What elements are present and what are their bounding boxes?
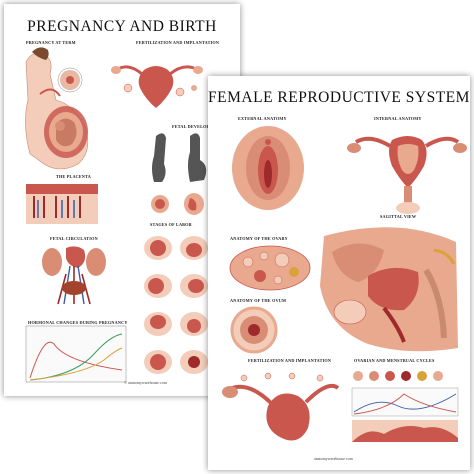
- section-label-pregnancy-at-term: PREGNANCY AT TERM: [26, 40, 76, 45]
- placenta-diagram: [26, 184, 98, 224]
- hormonal-changes-chart: [25, 325, 127, 383]
- poster-title: PREGNANCY AND BIRTH: [27, 18, 217, 35]
- section-label-anatomy-of-ovum: ANATOMY OF THE OVUM: [230, 298, 287, 303]
- front-poster-url: anatomywarehouse.com: [314, 456, 353, 461]
- ovarian-cycles-chart: [351, 371, 459, 442]
- stages-of-labor-thumbnails: [144, 236, 208, 374]
- section-label-sagittal-view: SAGITTAL VIEW: [380, 214, 417, 219]
- poster-title: FEMALE REPRODUCTIVE SYSTEM: [208, 89, 470, 106]
- section-label-external-anatomy: EXTERNAL ANATOMY: [238, 116, 287, 121]
- external-anatomy-illustration: [232, 126, 304, 210]
- section-label-fertilization: FERTILIZATION AND IMPLANTATION: [136, 40, 220, 45]
- section-label-fetal-circulation: FETAL CIRCULATION: [50, 236, 98, 241]
- section-label-placenta: THE PLACENTA: [56, 174, 92, 179]
- internal-anatomy-illustration: [347, 136, 467, 214]
- section-label-hormonal-changes: HORMONAL CHANGES DURING PREGNANCY: [28, 320, 128, 325]
- ovary-illustration: [229, 245, 311, 291]
- reproductive-system-illustrations: [222, 126, 467, 442]
- pregnancy-illustrations: [25, 47, 208, 383]
- back-poster-url: © anatomywarehouse.com: [124, 380, 167, 385]
- fetal-development-silhouettes: [151, 133, 207, 215]
- poster-female-reproductive-system: FEMALE REPRODUCTIVE SYSTEM EXTERNAL ANAT…: [208, 76, 470, 470]
- poster-pregnancy-and-birth: PREGNANCY AND BIRTH PREGNANCY AT TERM FE…: [4, 4, 240, 396]
- section-label-stages-of-labor: STAGES OF LABOR: [150, 222, 192, 227]
- section-label-anatomy-of-ovary: ANATOMY OF THE OVARY: [230, 236, 288, 241]
- section-label-fetal-development: FETAL DEVELOPMENT: [172, 124, 223, 129]
- sagittal-view-illustration: [320, 227, 458, 352]
- pregnant-woman-illustration: [25, 47, 89, 170]
- section-label-fertilization: FERTILIZATION AND IMPLANTATION: [248, 358, 332, 363]
- ovum-illustration: [230, 306, 278, 354]
- fertilization-illustration: [222, 372, 340, 441]
- fertilization-diagram: [111, 65, 203, 108]
- section-label-ovarian-cycles: OVARIAN AND MENSTRUAL CYCLES: [354, 358, 435, 363]
- fetal-circulation-diagram: [42, 246, 106, 305]
- section-label-internal-anatomy: INTERNAL ANATOMY: [374, 116, 422, 121]
